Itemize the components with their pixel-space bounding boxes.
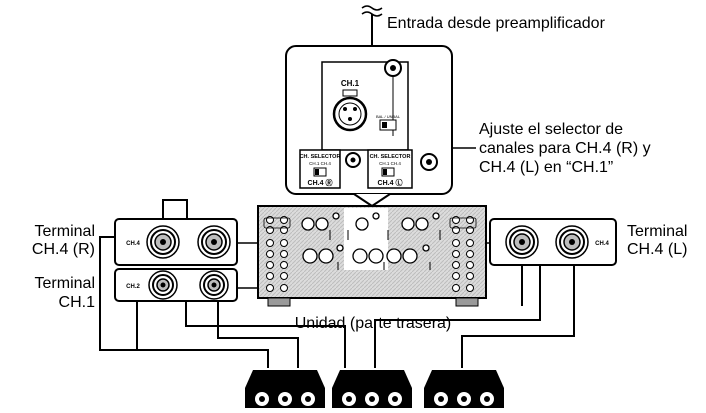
selector-note-line1: Ajuste el selector de [479, 121, 624, 138]
terminal-ch4l-line2: CH.4 (L) [627, 241, 688, 258]
selector-note-line2: canales para CH.4 (R) y [479, 140, 651, 157]
binding-post-icon [555, 225, 589, 259]
binding-post-icon [199, 270, 229, 300]
binding-post-icon [146, 225, 180, 259]
xlr-label: CH.1 [341, 79, 360, 88]
unit-terminals-left [266, 216, 288, 292]
left-box-ch4-label: CH.4 [126, 241, 140, 247]
terminal-ch4r-line2: CH.4 (R) [31, 241, 95, 258]
binding-post-icon [505, 225, 539, 259]
rca-jack-icon [420, 153, 438, 171]
rca-jack-icon [345, 152, 361, 168]
ch-selector-left-opts: CH.1 CH.4 [309, 161, 331, 166]
unit-switch-marks [329, 230, 441, 270]
unit-input-jacks-lower [302, 244, 430, 264]
cable-right-speaker [461, 257, 575, 368]
jumper-ch4r-top [162, 199, 188, 231]
terminal-box-ch4l [489, 218, 617, 266]
cable-left-speaker [136, 297, 269, 368]
binding-post-icon [197, 225, 231, 259]
unit-foot-right [455, 297, 479, 307]
cable-left-speaker-2 [99, 236, 137, 351]
left-box-ch2-label: CH.2 [126, 284, 140, 290]
cable-center-speaker-a [185, 297, 346, 368]
speaker-unit [424, 370, 504, 408]
terminal-ch4l-line1: Terminal [627, 223, 688, 240]
bal-unbal-switch-icon [379, 119, 397, 131]
ch-selector-left-box [299, 149, 341, 189]
cable-mid-speaker [217, 297, 299, 368]
selector-note-line3: CH.4 (L) en “CH.1” [479, 159, 614, 176]
bal-unbal-label: BAL / UNBAL [376, 114, 401, 119]
ch4l-mark: CH.4 Ⓛ [378, 178, 403, 187]
cable-center-speaker-b [374, 257, 541, 368]
terminal-box-ch1 [114, 268, 238, 302]
unit-foot-left [267, 297, 291, 307]
ch-selector-right-opts: CH.1 CH.4 [379, 161, 401, 166]
ch4r-mark: CH.4 Ⓡ [308, 178, 333, 187]
right-box-ch4-label: CH.4 [595, 241, 609, 247]
ch-selector-left-label: CH. SELECTOR [300, 154, 341, 160]
signal-squiggle-icon [361, 5, 383, 17]
terminal-box-ch4r [114, 218, 238, 266]
speaker-unit [332, 370, 412, 408]
zoom-wedge [353, 193, 391, 208]
ch-selector-right-label: CH. SELECTOR [370, 154, 411, 160]
terminal-ch1-line1: Terminal [34, 275, 95, 292]
terminal-ch4r-line1: Terminal [34, 223, 95, 240]
xlr-connector-icon [332, 89, 368, 132]
unit-rear-label: Unidad (parte trasera) [294, 315, 452, 332]
unit-input-jacks-upper [301, 212, 440, 231]
ch-selector-right-box [367, 149, 413, 189]
preamp-input-label: Entrada desde preamplificador [387, 15, 605, 32]
terminal-ch1-line2: CH.1 [58, 294, 95, 311]
binding-post-icon [148, 270, 178, 300]
magnified-input-panel [285, 45, 453, 208]
speakers [245, 370, 504, 408]
speaker-unit [245, 370, 325, 408]
amplifier-unit-rear [257, 205, 487, 307]
